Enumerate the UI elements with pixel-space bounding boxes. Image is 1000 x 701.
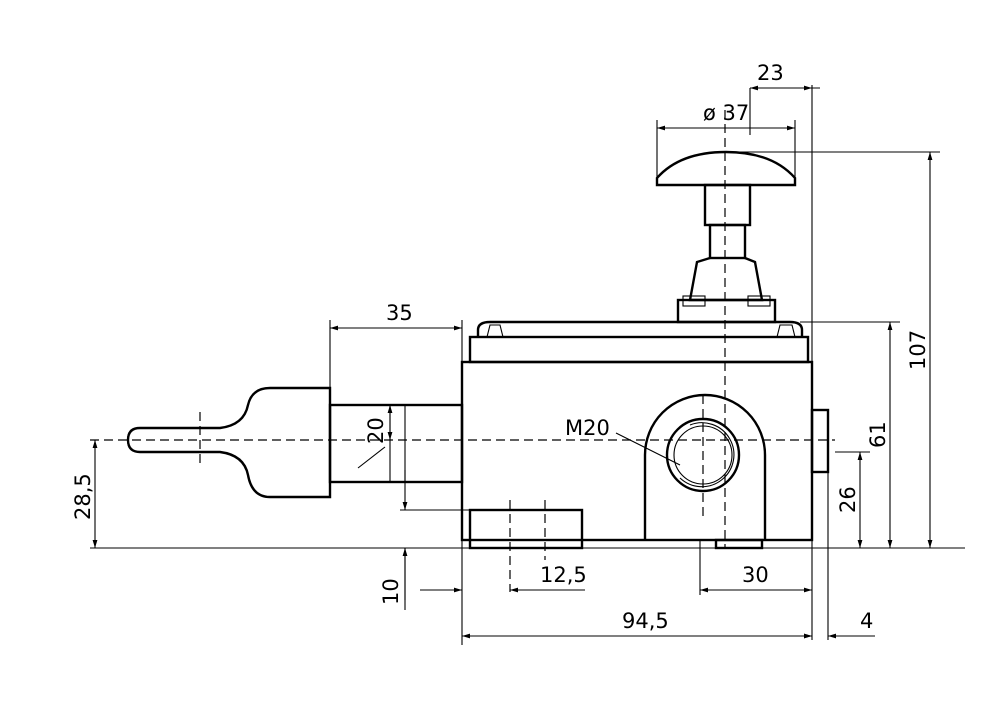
dim-35: 35 — [386, 301, 413, 325]
dim-26: 26 — [836, 486, 860, 513]
switch-housing — [460, 320, 830, 550]
dimension-lines — [90, 85, 965, 645]
dim-30: 30 — [742, 563, 769, 587]
dim-107: 107 — [906, 330, 930, 370]
dimension-labels: 23 ø 37 35 107 61 M20 20 28,5 26 10 12,5… — [71, 61, 930, 633]
mushroom-actuator — [655, 150, 797, 324]
dim-10: 10 — [379, 578, 403, 605]
dim-61: 61 — [866, 421, 890, 448]
lever-arm — [126, 386, 464, 499]
dim-20: 20 — [364, 417, 388, 444]
dim-23: 23 — [757, 61, 784, 85]
thread-m20: M20 — [565, 416, 610, 440]
dim-12-5: 12,5 — [540, 563, 587, 587]
dim-28-5: 28,5 — [71, 473, 95, 520]
dim-4: 4 — [860, 609, 873, 633]
dim-diameter-37: ø 37 — [703, 101, 749, 125]
dim-94-5: 94,5 — [622, 609, 669, 633]
